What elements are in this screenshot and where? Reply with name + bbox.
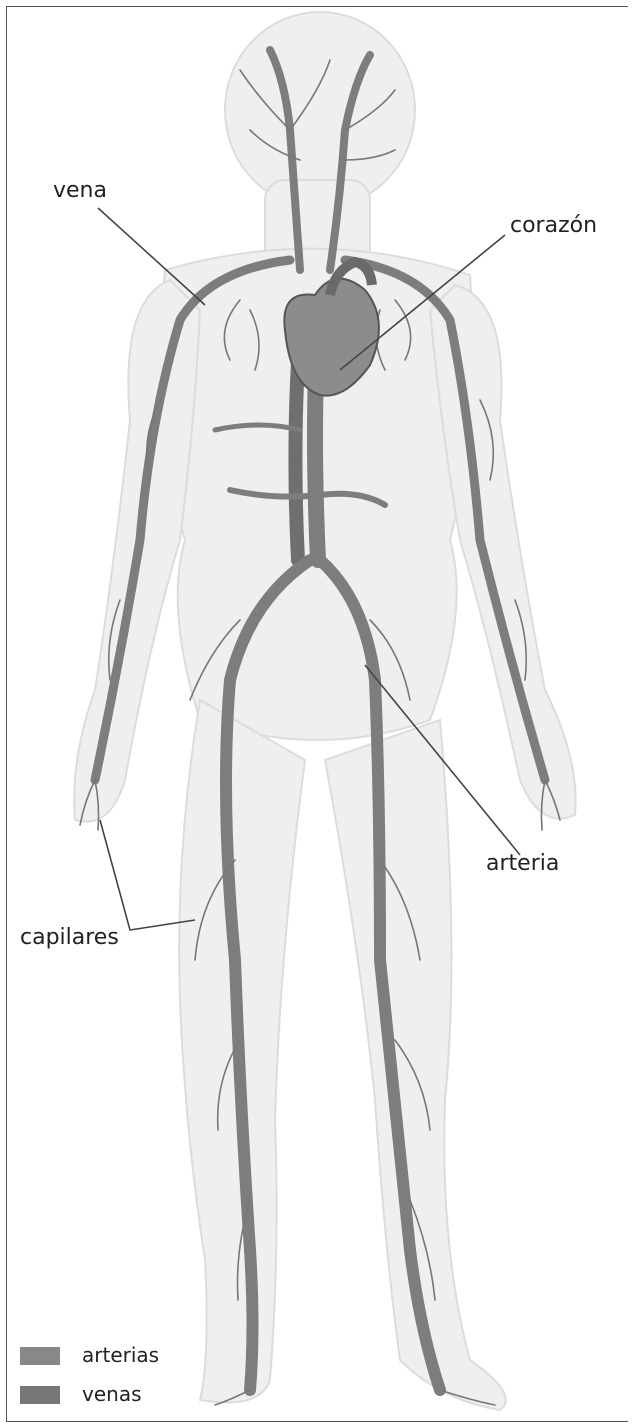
vena-leader-line bbox=[98, 208, 205, 305]
arterias-legend-label: arterias bbox=[82, 1343, 159, 1367]
vena-label: vena bbox=[53, 178, 107, 203]
corazon-label: corazón bbox=[510, 213, 597, 238]
venas-legend-swatch bbox=[20, 1386, 60, 1404]
body-silhouette bbox=[74, 12, 575, 1410]
arteria-label: arteria bbox=[486, 851, 559, 876]
venas-legend-label: venas bbox=[82, 1382, 142, 1406]
arterias-legend-swatch bbox=[20, 1347, 60, 1365]
capilares-label: capilares bbox=[20, 925, 119, 950]
